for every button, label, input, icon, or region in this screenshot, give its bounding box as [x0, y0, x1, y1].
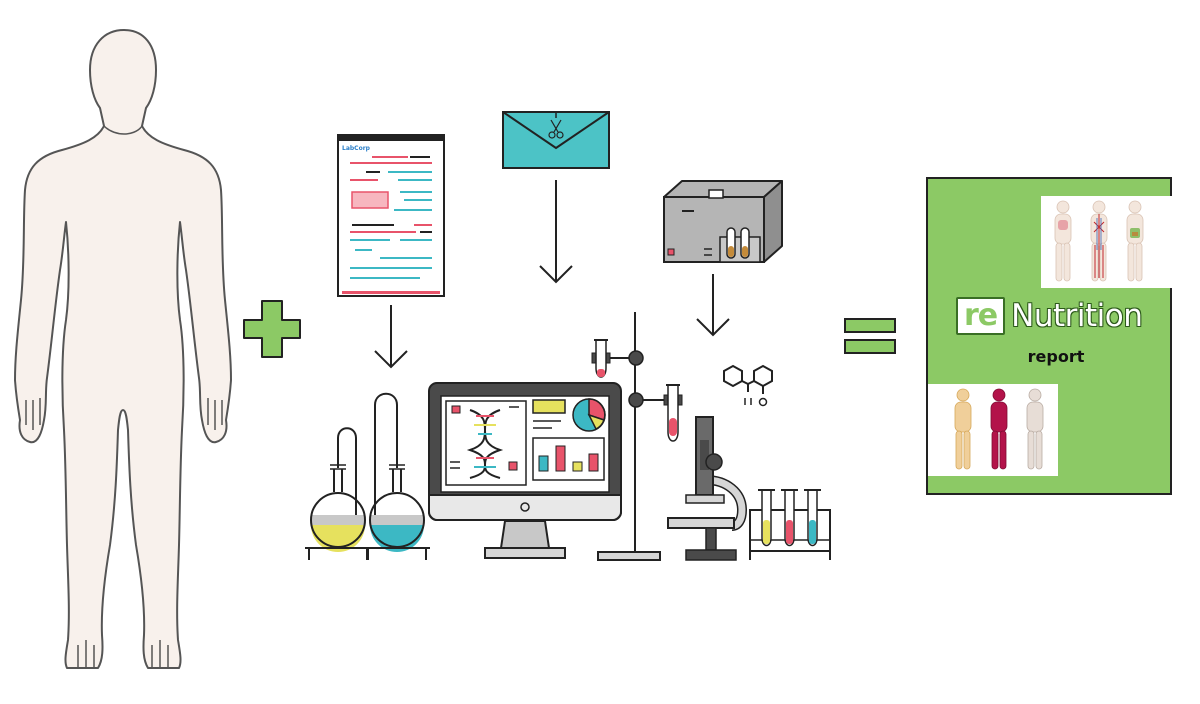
down-arrow-icon [539, 180, 573, 284]
molecule-icon [723, 364, 773, 407]
lab-report-logo: LabCorp [342, 145, 370, 152]
brand-name: Nutrition [1011, 298, 1143, 334]
report-subtitle: report [1027, 347, 1085, 366]
distillation-flasks-icon [305, 392, 430, 560]
computer-analysis-icon [428, 382, 622, 559]
lab-report-document-icon [337, 134, 445, 297]
test-tube-rack-icon [749, 489, 831, 560]
plus-icon [243, 300, 301, 358]
down-arrow-icon [696, 274, 730, 337]
equals-icon [844, 318, 896, 354]
sample-envelope-icon [502, 111, 610, 169]
report-cover-anatomy-top [1041, 196, 1172, 288]
retort-stand-icon [591, 312, 683, 561]
report-brand: re Nutrition [956, 297, 1143, 335]
down-arrow-icon [374, 305, 408, 369]
analyzer-machine-icon [663, 180, 783, 263]
human-body-outline-icon [14, 29, 232, 669]
brand-prefix: re [956, 297, 1006, 335]
microscope-icon [667, 416, 748, 561]
report-cover-anatomy-bottom [928, 384, 1058, 476]
